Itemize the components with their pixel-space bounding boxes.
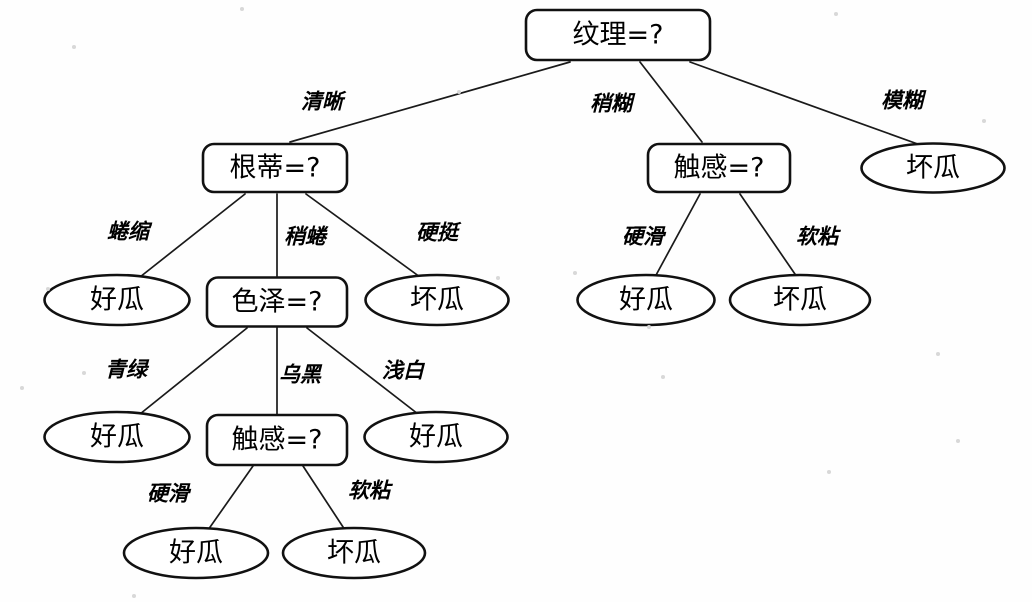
- leaf-node-label: 好瓜: [619, 285, 673, 316]
- leaf-node: 坏瓜: [364, 273, 510, 327]
- decision-node-label: 触感=?: [232, 425, 323, 456]
- node-box-shape: [205, 413, 349, 467]
- tree-edge: [689, 61, 927, 148]
- node-ellipse-shape: [43, 273, 191, 327]
- edge-label: 浅白: [382, 358, 426, 383]
- edge-label: 模糊: [881, 88, 927, 113]
- tree-edge: [654, 193, 701, 278]
- node-box-shape: [205, 276, 349, 328]
- node-box-shape: [524, 8, 712, 62]
- decision-node-label: 触感=?: [674, 153, 765, 184]
- decision-node-label: 色泽=?: [232, 287, 323, 318]
- leaf-node-label: 好瓜: [90, 285, 144, 316]
- edge-label: 稍糊: [590, 91, 636, 116]
- decision-node: 根蒂=?: [201, 142, 349, 194]
- decision-node-label: 根蒂=?: [230, 153, 321, 184]
- tree-edge: [207, 465, 254, 531]
- leaf-node: 好瓜: [43, 273, 191, 327]
- leaf-node: 好瓜: [122, 526, 270, 580]
- leaf-node: 好瓜: [363, 410, 509, 464]
- node-box-shape: [646, 142, 792, 194]
- node-ellipse-shape: [363, 410, 509, 464]
- node-box-shape: [201, 142, 349, 194]
- node-ellipse-shape: [728, 273, 872, 327]
- decision-node: 触感=?: [205, 413, 349, 467]
- edge-label: 软粘: [796, 224, 842, 249]
- leaf-node: 好瓜: [576, 273, 716, 327]
- leaf-node-label: 坏瓜: [773, 285, 827, 316]
- edge-label: 稍蜷: [284, 224, 329, 249]
- edge-label: 硬滑: [622, 224, 667, 249]
- edge-label: 乌黑: [279, 362, 323, 387]
- edge-labels-layer: 清晰稍糊模糊蜷缩稍蜷硬挺硬滑软粘青绿乌黑浅白硬滑软粘: [105, 88, 927, 506]
- leaf-node-label: 坏瓜: [906, 153, 960, 184]
- tree-edge: [302, 465, 346, 531]
- edge-label: 清晰: [301, 89, 347, 114]
- leaf-node: 坏瓜: [281, 526, 427, 580]
- edge-label: 硬滑: [147, 481, 192, 506]
- leaf-node-label: 好瓜: [409, 422, 463, 453]
- tree-edge: [139, 193, 246, 278]
- leaf-node-label: 好瓜: [169, 538, 223, 569]
- node-ellipse-shape: [43, 410, 191, 464]
- node-ellipse-shape: [860, 142, 1006, 194]
- leaf-node-label: 坏瓜: [410, 285, 464, 316]
- decision-node: 色泽=?: [205, 276, 349, 328]
- node-ellipse-shape: [122, 526, 270, 580]
- edge-label: 蜷缩: [107, 219, 153, 244]
- node-ellipse-shape: [281, 526, 427, 580]
- tree-edge: [289, 61, 571, 143]
- tree-edge: [639, 61, 703, 143]
- leaf-node-label: 好瓜: [90, 422, 144, 453]
- tree-edge: [306, 327, 419, 415]
- edges-layer: [139, 61, 927, 531]
- tree-edge: [139, 327, 248, 415]
- tree-edge: [739, 193, 798, 278]
- node-ellipse-shape: [576, 273, 716, 327]
- leaf-node: 坏瓜: [728, 273, 872, 327]
- edge-label: 硬挺: [416, 220, 462, 245]
- tree-edge: [305, 193, 421, 278]
- edge-label: 青绿: [105, 357, 150, 382]
- edge-label: 软粘: [348, 478, 394, 503]
- node-ellipse-shape: [364, 273, 510, 327]
- leaf-node: 好瓜: [43, 410, 191, 464]
- leaf-node: 坏瓜: [860, 142, 1006, 194]
- nodes-layer: 纹理=?根蒂=?触感=?坏瓜好瓜色泽=?坏瓜好瓜坏瓜好瓜触感=?好瓜好瓜坏瓜: [43, 8, 1006, 580]
- decision-node-label: 纹理=?: [573, 20, 664, 51]
- decision-node: 纹理=?: [524, 8, 712, 62]
- leaf-node-label: 坏瓜: [327, 538, 381, 569]
- decision-node: 触感=?: [646, 142, 792, 194]
